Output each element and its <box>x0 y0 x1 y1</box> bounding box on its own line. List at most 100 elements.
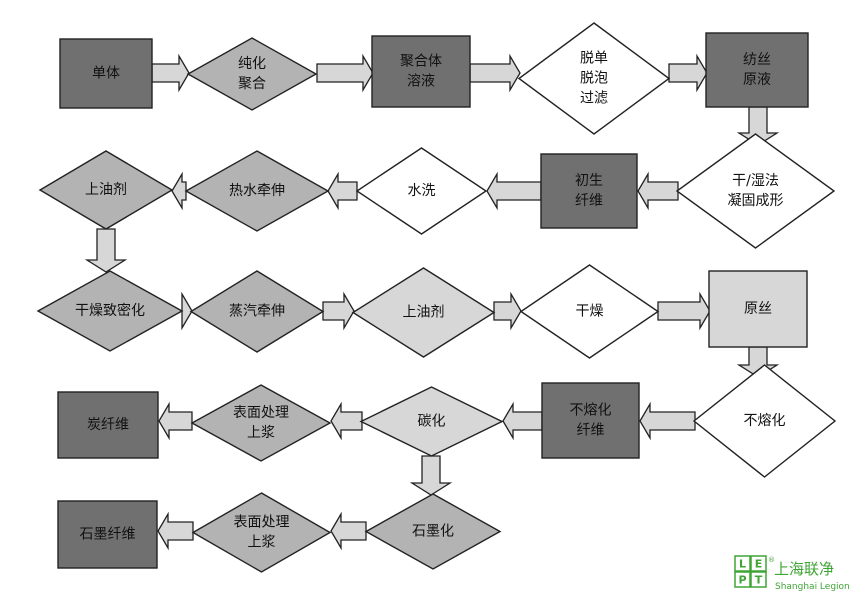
node-label: 初生 <box>575 172 603 189</box>
flow-arrow-8 <box>171 171 187 211</box>
flow-arrow-18 <box>157 511 194 551</box>
svg-text:L: L <box>739 558 746 571</box>
node-label: 干燥致密化 <box>75 302 145 319</box>
node-label: 过滤 <box>580 91 608 107</box>
logo-letter-cell: L <box>734 555 751 572</box>
process-node-n8: 水洗 <box>355 147 488 235</box>
process-node-n14: 干燥 <box>519 264 660 359</box>
svg-text:E: E <box>755 558 763 571</box>
node-label: 脱泡 <box>580 71 608 87</box>
flow-arrow-7 <box>327 171 358 211</box>
flow-arrow-14 <box>502 401 543 441</box>
node-box <box>371 35 471 108</box>
node-label: 纤维 <box>575 193 603 209</box>
node-diamond <box>359 386 504 457</box>
node-diamond <box>517 22 671 135</box>
svg-text:P: P <box>738 574 746 587</box>
process-node-n13: 上油剂 <box>351 267 496 358</box>
node-label: 上油剂 <box>85 182 127 198</box>
logo-name-en: Shanghai Legion <box>775 582 850 592</box>
node-label: 不熔化 <box>744 413 786 429</box>
flow-arrow-1 <box>151 53 190 93</box>
node-label: 溶液 <box>407 74 435 90</box>
process-node-n20: 炭纤维 <box>57 391 159 459</box>
flow-arrow-13 <box>639 401 696 441</box>
flow-arrow-6 <box>486 171 542 211</box>
flow-arrow-22 <box>409 455 453 496</box>
node-diamond <box>190 384 332 462</box>
node-label: 纤维 <box>577 423 605 439</box>
flow-arrow-5 <box>637 171 679 211</box>
logo-letter-cell: T <box>750 571 767 588</box>
flow-arrow-19 <box>736 106 780 146</box>
node-box <box>59 38 153 109</box>
logo-letter-cell: P <box>734 571 751 588</box>
node-label: 聚合体 <box>400 54 442 70</box>
node-label: 上浆 <box>247 425 275 441</box>
node-label: 干/湿法 <box>732 173 779 189</box>
node-label: 脱单 <box>580 51 608 67</box>
node-label: 原丝 <box>744 301 772 317</box>
node-box <box>705 32 809 108</box>
node-label: 表面处理 <box>234 515 290 531</box>
node-diamond <box>191 492 332 573</box>
process-node-n9: 热水牵伸 <box>184 150 330 232</box>
node-diamond <box>364 493 502 570</box>
process-node-n23: 石墨纤维 <box>57 500 158 569</box>
node-diamond <box>519 264 660 359</box>
flow-arrow-9 <box>181 291 193 331</box>
node-diamond <box>186 37 318 111</box>
node-box <box>57 500 158 569</box>
flow-arrow-10 <box>322 291 355 331</box>
node-box <box>540 153 638 229</box>
node-label: 上浆 <box>248 535 276 551</box>
node-label: 热水牵伸 <box>229 183 285 199</box>
node-label: 不熔化 <box>570 403 612 419</box>
node-label: 凝固成形 <box>728 193 784 209</box>
svg-text:T: T <box>755 574 763 587</box>
flow-arrow-20 <box>84 228 128 273</box>
flow-arrow-3 <box>469 53 521 93</box>
node-box <box>708 270 808 348</box>
node-diamond <box>184 150 330 232</box>
node-label: 表面处理 <box>233 405 289 421</box>
node-diamond <box>351 267 496 358</box>
node-label: 聚合 <box>238 76 266 92</box>
node-diamond <box>189 270 325 353</box>
flow-arrow-16 <box>158 401 193 441</box>
node-diamond <box>36 270 184 352</box>
flow-arrow-17 <box>330 511 367 551</box>
node-label: 上油剂 <box>403 305 445 321</box>
flow-arrow-4 <box>668 53 708 93</box>
logo-registered-mark: ® <box>768 556 775 564</box>
nodes-layer: 单体纯化聚合聚合体溶液脱单脱泡过滤纺丝原液干/湿法凝固成形初生纤维水洗热水牵伸上… <box>36 22 837 573</box>
node-diamond <box>675 133 836 249</box>
flow-arrow-15 <box>330 401 363 441</box>
node-diamond <box>692 364 837 478</box>
flow-arrow-12 <box>657 291 711 331</box>
node-label: 碳化 <box>418 414 446 430</box>
process-node-n18: 碳化 <box>359 386 504 457</box>
flow-arrow-2 <box>316 53 374 93</box>
node-label: 石墨纤维 <box>80 527 136 543</box>
node-box <box>57 391 159 459</box>
node-diamond <box>355 147 488 235</box>
node-label: 原液 <box>743 72 771 88</box>
node-label: 纯化 <box>238 56 266 72</box>
node-diamond <box>38 150 174 230</box>
node-label: 炭纤维 <box>87 417 129 433</box>
process-node-n11: 干燥致密化 <box>36 270 184 352</box>
process-node-n16: 不熔化 <box>692 364 837 478</box>
